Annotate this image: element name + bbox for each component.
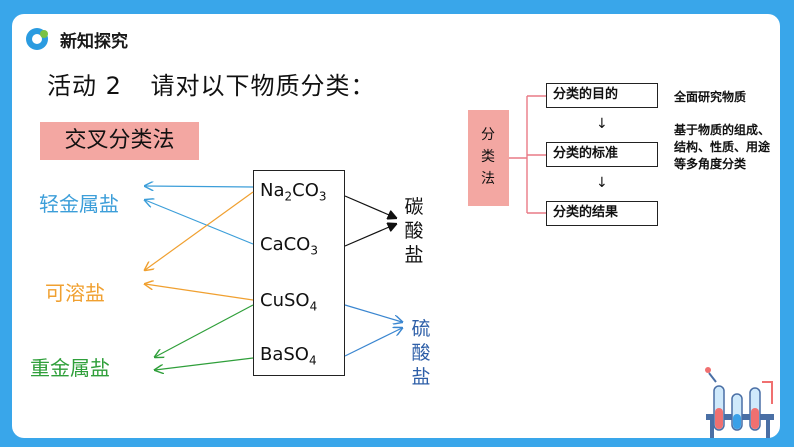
- edge-cuso4-soluble: [145, 284, 254, 301]
- group-carbonate: 碳酸盐: [404, 196, 424, 266]
- brand-logo-icon: [26, 28, 48, 50]
- activity-label: 活动 2: [47, 72, 122, 100]
- note-purpose: 全面研究物质: [674, 90, 747, 104]
- edge-na2co3-soluble: [145, 191, 254, 270]
- substances-box: [253, 170, 345, 376]
- edge-cuso4-heavy: [155, 304, 254, 357]
- edge-na2co3-carbonate: [344, 195, 396, 218]
- activity-heading: 活动 2 请对以下物质分类：: [47, 66, 376, 101]
- category-light-metal-salt: 轻金属盐: [39, 192, 119, 216]
- substance-cuso4: CuSO4: [260, 290, 318, 314]
- substance-na2co3: Na2CO3: [260, 180, 327, 204]
- classification-label: 分类法: [481, 127, 495, 187]
- edge-baso4-sulfate: [344, 328, 402, 357]
- edge-cuso4-sulfate: [344, 304, 402, 322]
- down-arrow-icon: ↓: [596, 175, 608, 191]
- classification-box: [468, 110, 509, 206]
- edge-baso4-heavy: [155, 357, 254, 370]
- edge-caco3-carbonate: [344, 224, 396, 247]
- lab-equipment-icon: [705, 367, 774, 438]
- note-standard: 基于物质的组成、结构、性质、用途等多角度分类: [674, 123, 771, 171]
- step-result: 分类的结果: [546, 201, 658, 226]
- group-sulfate: 硫酸盐: [411, 318, 431, 388]
- category-soluble-salt: 可溶盐: [45, 281, 105, 305]
- edge-caco3-light: [145, 200, 254, 245]
- substance-baso4: BaSO4: [260, 344, 317, 368]
- activity-prompt: 请对以下物质分类：: [150, 72, 376, 100]
- step-standard: 分类的标准: [546, 142, 658, 167]
- down-arrow-icon: ↓: [596, 116, 608, 132]
- section-title: 新知探究: [60, 32, 128, 52]
- edge-na2co3-light: [145, 186, 254, 187]
- method-label: 交叉分类法: [40, 122, 199, 160]
- substance-caco3: CaCO3: [260, 234, 318, 258]
- category-heavy-metal-salt: 重金属盐: [30, 356, 110, 380]
- classification-bracket: [509, 95, 546, 214]
- step-purpose: 分类的目的: [546, 83, 658, 108]
